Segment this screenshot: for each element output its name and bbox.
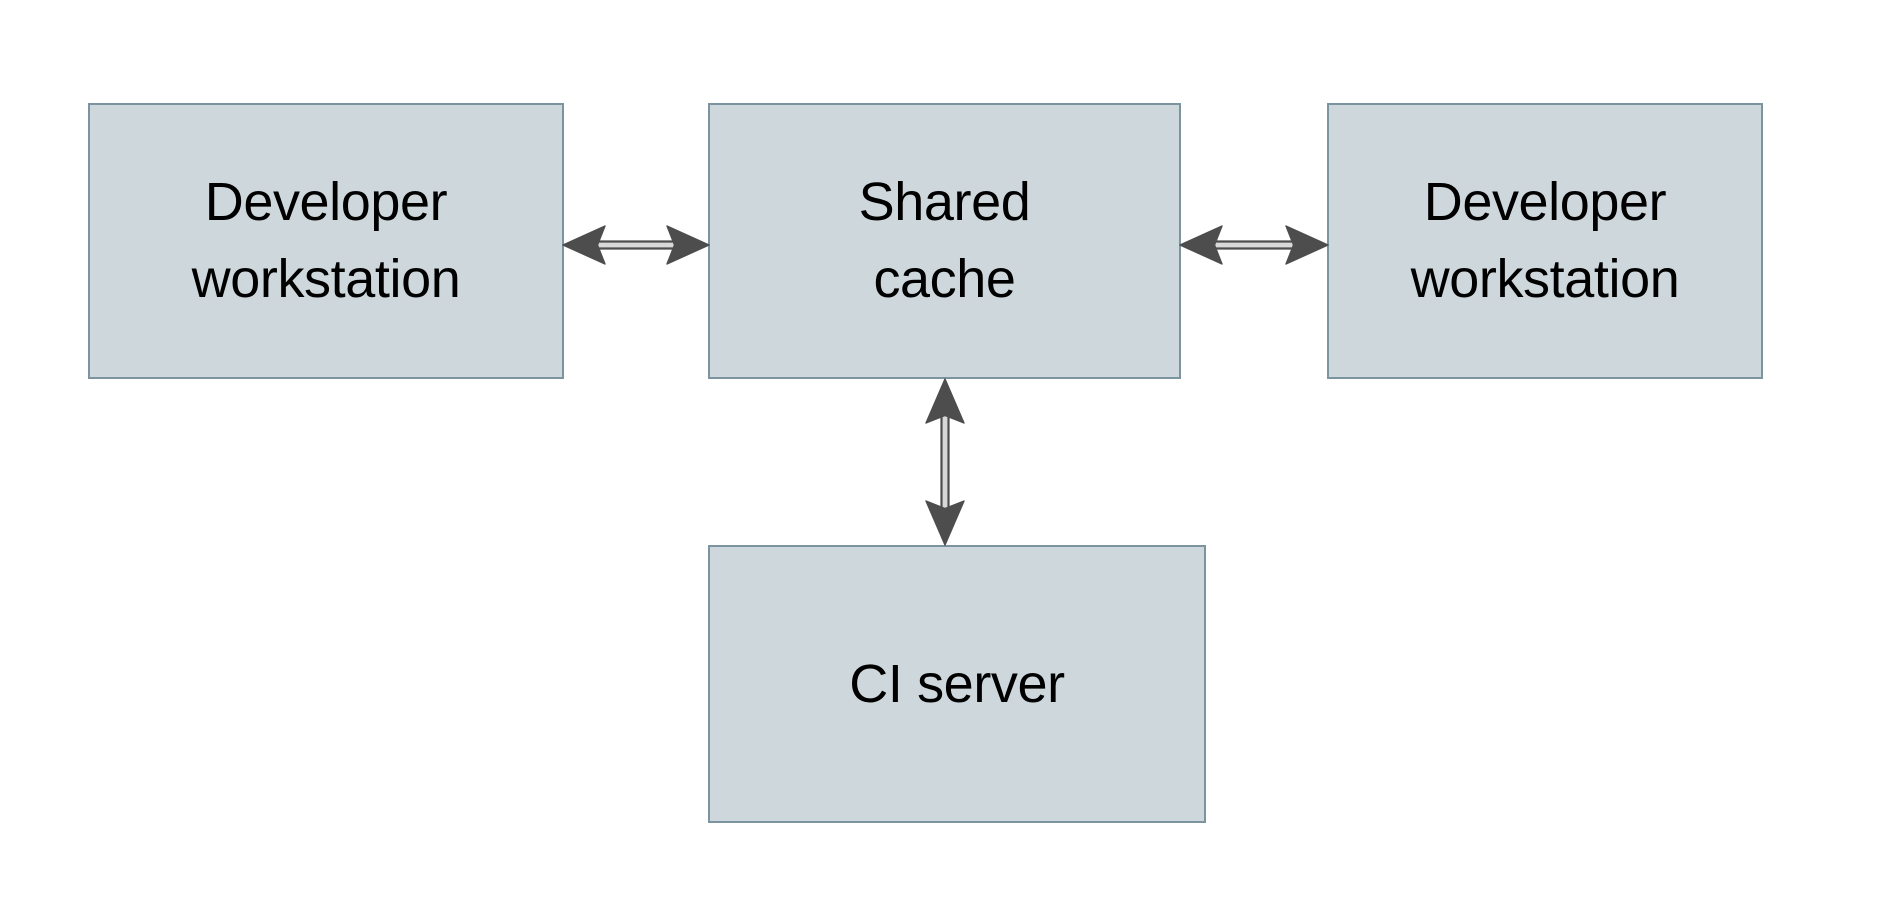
double-arrow-icon [1179,225,1329,265]
node-label: Developer workstation [1410,172,1680,309]
arrowhead-left [1179,225,1223,265]
node-label: CI server [849,653,1065,714]
arrow-shaft [590,240,682,250]
arrow-shaft [1208,240,1300,250]
node-developer-workstation-left[interactable]: Developer workstation [88,103,564,379]
arrow-shaft [940,411,950,513]
node-shared-cache[interactable]: Shared cache [708,103,1181,379]
arrowhead-up [925,378,965,424]
node-label: Developer workstation [191,172,461,309]
node-ci-server[interactable]: CI server [708,545,1206,823]
node-developer-workstation-right[interactable]: Developer workstation [1327,103,1763,379]
edge-shared-cache-to-developer-workstation-right [1179,212,1329,278]
edge-developer-workstation-left-to-shared-cache [562,212,710,278]
arrowhead-right [666,225,710,265]
arrowhead-down [925,500,965,546]
arrowhead-right [1285,225,1329,265]
double-arrow-icon [925,378,965,546]
double-arrow-icon [562,225,710,265]
arrowhead-left [562,225,606,265]
node-label: Shared cache [858,172,1031,309]
edge-shared-cache-to-ci-server [912,377,978,547]
